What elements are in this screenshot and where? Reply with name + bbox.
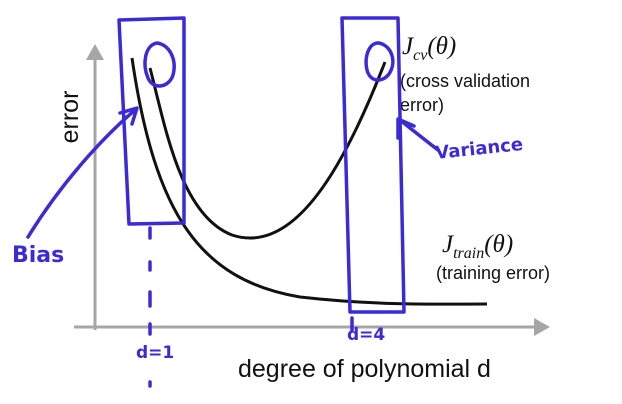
train-symbol: J xyxy=(442,231,455,258)
variance-circle xyxy=(364,41,395,82)
bias-circle xyxy=(143,41,176,88)
train-subscript: train xyxy=(453,245,484,262)
bias-label: Bias xyxy=(12,243,64,268)
d1-label: d=1 xyxy=(136,343,174,363)
cv-desc-line2: error) xyxy=(400,95,444,115)
training-error-curve xyxy=(130,57,488,306)
y-axis-arrow xyxy=(86,44,104,60)
variance-arrow xyxy=(398,118,440,152)
train-curve-label: Jtrain(θ) xyxy=(442,231,513,262)
cv-curve-label: Jcv(θ) xyxy=(402,33,456,64)
annotations xyxy=(26,16,440,388)
cv-argument: (θ) xyxy=(427,33,456,60)
y-axis-label: error xyxy=(56,91,84,144)
cv-subscript: cv xyxy=(413,47,428,64)
train-desc: (training error) xyxy=(436,263,550,283)
d4-label: d=4 xyxy=(347,325,385,345)
x-axis-arrow xyxy=(534,318,550,336)
bias-box xyxy=(117,16,186,226)
cv-desc-line1: (cross validation xyxy=(400,71,530,91)
variance-box xyxy=(340,16,406,314)
variance-arrowhead xyxy=(396,117,416,140)
cv-symbol: J xyxy=(402,33,415,60)
variance-label: Variance xyxy=(434,134,524,164)
x-axis-label: degree of polynomial d xyxy=(238,355,491,383)
bias-arrowhead xyxy=(118,106,139,126)
bias-arrow xyxy=(26,108,137,239)
train-argument: (θ) xyxy=(484,231,513,258)
